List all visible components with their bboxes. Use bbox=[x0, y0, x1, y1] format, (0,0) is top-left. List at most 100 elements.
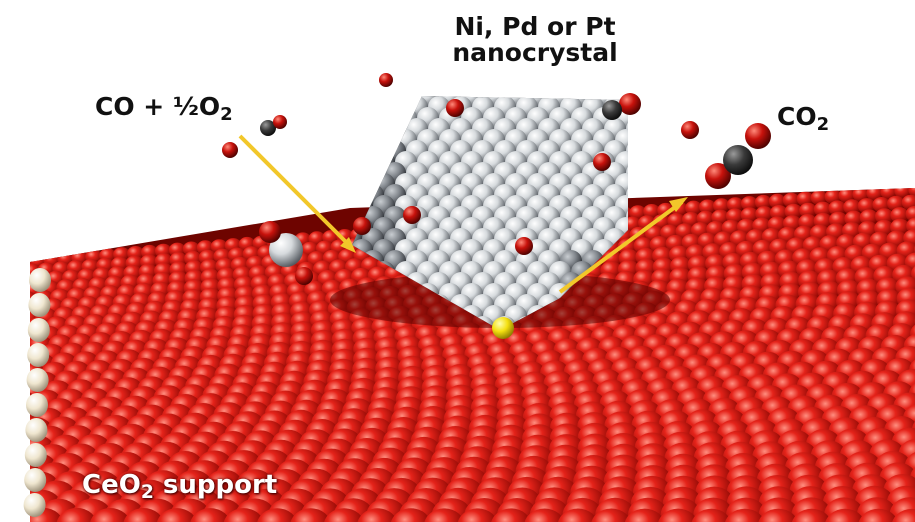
adsorbed-oxygen bbox=[403, 206, 421, 224]
support-atom bbox=[875, 208, 894, 225]
metal-atom bbox=[384, 96, 406, 118]
adsorbed-oxygen-atom bbox=[295, 267, 313, 285]
support-edge-atom bbox=[26, 368, 49, 392]
co-carbon-atom bbox=[260, 120, 276, 136]
support-atom bbox=[894, 188, 912, 199]
support-atom bbox=[624, 508, 666, 522]
co2-oxygen-atom bbox=[705, 163, 731, 189]
support-edge-atom bbox=[24, 468, 47, 492]
metal-atom bbox=[352, 96, 373, 107]
adsorbed-oxygen bbox=[593, 153, 611, 171]
metal-atom bbox=[362, 162, 384, 184]
product-arrow-line bbox=[558, 200, 684, 294]
free-oxygen-atom bbox=[222, 142, 238, 158]
support-atom bbox=[724, 508, 766, 522]
metal-atom bbox=[352, 173, 373, 195]
support-atom bbox=[0, 310, 21, 329]
support-atom bbox=[123, 508, 165, 522]
support-atom bbox=[852, 188, 870, 202]
product-label: CO2 bbox=[777, 103, 830, 136]
support-atom bbox=[810, 190, 828, 206]
support-label-suffix: support bbox=[153, 470, 278, 500]
support-edge-atom bbox=[24, 443, 47, 467]
support-atom bbox=[859, 209, 879, 226]
support-atom bbox=[524, 508, 565, 522]
support-atom bbox=[858, 508, 899, 522]
support-atom bbox=[813, 201, 832, 217]
metal-atom bbox=[329, 85, 351, 107]
support-atom bbox=[1, 274, 20, 290]
support-atom bbox=[754, 194, 772, 210]
support-atom bbox=[189, 508, 231, 522]
co2-oxygen-atom bbox=[745, 123, 771, 149]
support-atom bbox=[0, 436, 27, 465]
reactant-label-text: CO + ½O bbox=[95, 92, 221, 121]
metal-atom bbox=[373, 107, 395, 129]
support-atom bbox=[0, 472, 29, 504]
support-atom bbox=[490, 508, 532, 522]
support-atom bbox=[699, 199, 716, 215]
metal-atom bbox=[329, 107, 351, 129]
support-atom bbox=[156, 508, 198, 522]
metal-atom bbox=[384, 118, 406, 140]
metal-atom bbox=[373, 129, 395, 151]
adsorbed-carbon-atom bbox=[269, 233, 303, 267]
reactant-arrow-line bbox=[238, 134, 354, 250]
co2-carbon-atom bbox=[723, 145, 753, 175]
metal-atom bbox=[362, 140, 384, 162]
support-atom bbox=[726, 197, 744, 213]
support-atom bbox=[657, 202, 675, 218]
support-atom bbox=[256, 508, 298, 522]
support-atom bbox=[824, 189, 842, 205]
product-label-subscript: 2 bbox=[816, 114, 830, 136]
support-atom bbox=[768, 193, 786, 209]
adsorbed-oxygen bbox=[353, 217, 371, 235]
support-atom bbox=[828, 200, 847, 216]
adsorbed-co-carbon bbox=[602, 100, 622, 120]
support-atom bbox=[0, 364, 24, 388]
reactant-label-subscript: 2 bbox=[220, 104, 233, 126]
support-atom bbox=[799, 202, 818, 219]
metal-atom bbox=[352, 107, 373, 129]
support-atom bbox=[838, 188, 856, 203]
support-atom bbox=[824, 508, 866, 522]
interface-atom bbox=[492, 317, 514, 339]
support-label-subscript: 2 bbox=[140, 482, 154, 504]
metal-atom bbox=[362, 96, 384, 118]
support-atom bbox=[2, 256, 19, 271]
support-atom bbox=[796, 191, 814, 207]
support-atom bbox=[0, 400, 25, 427]
reactant-label: CO + ½O2 bbox=[95, 92, 233, 126]
metal-atom bbox=[626, 162, 628, 184]
co-oxygen-atom bbox=[273, 115, 287, 129]
support-atom bbox=[590, 508, 632, 522]
support-atom bbox=[0, 292, 20, 310]
support-atom bbox=[357, 508, 398, 522]
support-edge-atom bbox=[27, 318, 50, 342]
support-atom bbox=[891, 508, 915, 522]
support-atom bbox=[643, 204, 661, 219]
metal-atom bbox=[329, 173, 351, 195]
nanocrystal-label: Ni, Pd or Pt nanocrystal bbox=[420, 13, 650, 67]
adsorbed-oxygen bbox=[446, 99, 464, 117]
metal-atom bbox=[362, 118, 384, 140]
support-atom bbox=[691, 508, 732, 522]
support-edge-atom bbox=[27, 343, 50, 367]
support-atom bbox=[740, 196, 758, 211]
metal-atom bbox=[626, 140, 628, 162]
support-atom bbox=[901, 194, 915, 211]
reaction-arrows bbox=[238, 134, 688, 294]
adsorbed-oxygen-atom bbox=[259, 221, 281, 243]
support-atom bbox=[755, 206, 774, 222]
support-atom bbox=[0, 346, 23, 368]
metal-atom bbox=[352, 129, 373, 151]
support-atom bbox=[890, 207, 910, 224]
gas-molecules bbox=[222, 73, 771, 285]
metal-atom bbox=[352, 118, 362, 140]
support-atom bbox=[30, 255, 33, 270]
free-oxygen-atom bbox=[379, 73, 393, 87]
product-arrow-head bbox=[669, 197, 688, 212]
support-atom bbox=[390, 508, 432, 522]
support-edge-atom bbox=[26, 393, 48, 417]
